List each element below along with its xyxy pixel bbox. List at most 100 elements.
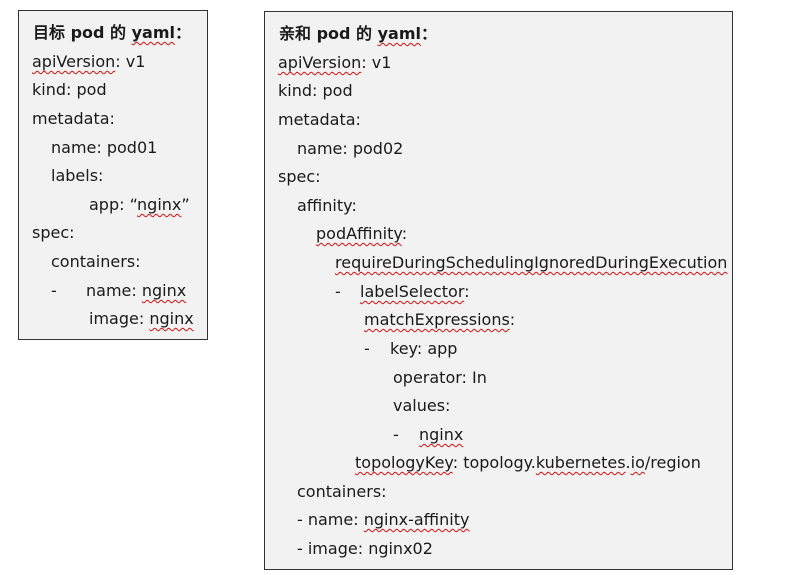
yaml-line-labels: labels:	[51, 166, 103, 186]
yaml-quote: ”	[181, 195, 190, 214]
yaml-key: image	[89, 309, 139, 328]
yaml-sep: :	[312, 81, 323, 100]
yaml-key: apiVersion	[278, 53, 362, 72]
yaml-sep: :	[452, 453, 464, 472]
yaml-key: containers	[297, 482, 382, 501]
yaml-key: kind	[32, 80, 67, 99]
yaml-key: name	[86, 281, 132, 300]
yaml-line-name: name: pod02	[297, 139, 403, 159]
yaml-line-container-name: - name: nginx-affinity	[297, 510, 469, 530]
yaml-key: operator	[393, 368, 462, 387]
yaml-key: topologyKey	[355, 453, 453, 472]
yaml-key: metadata	[278, 110, 356, 129]
yaml-line-container-image: - image: nginx02	[297, 539, 433, 559]
yaml-key: kind	[278, 81, 313, 100]
yaml-value: topology.	[463, 453, 536, 472]
yaml-value: nginx	[419, 425, 464, 444]
yaml-key: spec	[278, 167, 316, 186]
yaml-sep: :	[342, 139, 353, 158]
yaml-key: key	[390, 339, 417, 358]
yaml-sep: :	[115, 52, 126, 71]
yaml-line-podaffinity: podAffinity:	[316, 224, 407, 244]
yaml-value: nginx-affinity	[363, 510, 470, 529]
yaml-line-key: -key: app	[364, 339, 457, 359]
yaml-sep: :	[461, 368, 473, 387]
yaml-sep: :	[401, 224, 408, 243]
yaml-line-values-item: - nginx	[393, 425, 463, 445]
yaml-sep: :	[98, 166, 104, 185]
yaml-key: spec	[32, 223, 70, 242]
yaml-key: name	[307, 510, 354, 529]
yaml-sep: :	[131, 281, 142, 300]
yaml-value: .	[625, 453, 631, 472]
yaml-dash: -	[297, 510, 308, 529]
target-title-suffix: ：	[175, 23, 192, 42]
yaml-sep: :	[119, 195, 130, 214]
target-title-prefix: 目标 pod 的	[33, 23, 132, 42]
yaml-key: image	[307, 539, 358, 558]
yaml-dash: -	[393, 425, 399, 444]
yaml-sep: :	[351, 196, 357, 215]
yaml-key: labels	[51, 166, 99, 185]
affinity-title-prefix: 亲和 pod 的	[279, 24, 378, 43]
yaml-key: values	[393, 396, 446, 415]
yaml-value: kubernetes	[535, 453, 626, 472]
yaml-dash: -	[297, 539, 308, 558]
yaml-sep: :	[381, 482, 387, 501]
yaml-key: podAffinity	[316, 224, 402, 243]
yaml-line-require-during-scheduling: requireDuringSchedulingIgnoredDuringExec…	[335, 253, 727, 273]
yaml-value: nginx	[149, 309, 194, 328]
yaml-line-metadata: metadata:	[32, 109, 115, 129]
yaml-key: requireDuringSchedulingIgnoredDuringExec…	[335, 253, 728, 272]
target-pod-yaml-box: 目标 pod 的 yaml： apiVersion: v1 kind: pod …	[18, 10, 208, 340]
yaml-value: v1	[371, 53, 392, 72]
target-pod-title: 目标 pod 的 yaml：	[33, 23, 191, 43]
yaml-line-apiversion: apiVersion: v1	[32, 52, 145, 72]
yaml-dash: -	[335, 282, 341, 301]
yaml-dash: -	[51, 281, 57, 300]
yaml-key: name	[51, 138, 97, 157]
affinity-title-yaml: yaml	[377, 24, 422, 43]
yaml-line-spec: spec:	[278, 167, 321, 187]
yaml-key: containers	[51, 252, 136, 271]
yaml-key: metadata	[32, 109, 110, 128]
yaml-sep: :	[96, 138, 107, 157]
yaml-sep: :	[109, 109, 115, 128]
yaml-line-labelselector: -labelSelector:	[335, 282, 470, 302]
yaml-quote: “	[129, 195, 138, 214]
yaml-line-kind: kind: pod	[278, 81, 353, 101]
yaml-sep: :	[69, 223, 75, 242]
yaml-sep: :	[361, 53, 372, 72]
yaml-sep: :	[353, 510, 364, 529]
yaml-value: In	[472, 368, 487, 387]
affinity-title-suffix: ：	[421, 24, 438, 43]
yaml-line-container-name: - name: nginx	[51, 281, 186, 301]
yaml-sep: :	[464, 282, 470, 301]
yaml-sep: :	[509, 310, 516, 329]
yaml-line-operator: operator: In	[393, 368, 487, 388]
yaml-value: /region	[644, 453, 701, 472]
yaml-line-container-image: image: nginx	[89, 309, 194, 329]
yaml-key: labelSelector	[360, 282, 465, 301]
yaml-line-values: values:	[393, 396, 450, 416]
yaml-value: nginx	[141, 281, 187, 300]
yaml-value: pod02	[352, 139, 404, 158]
yaml-line-containers: containers:	[51, 252, 141, 272]
yaml-value: nginx02	[368, 539, 433, 558]
yaml-value: v1	[125, 52, 146, 71]
yaml-value: nginx	[137, 195, 182, 214]
yaml-line-name: name: pod01	[51, 138, 157, 158]
yaml-value: app	[427, 339, 458, 358]
yaml-key: affinity	[297, 196, 352, 215]
yaml-dash: -	[364, 339, 370, 358]
yaml-line-topologykey: topologyKey: topology.kubernetes.io/regi…	[355, 453, 701, 473]
yaml-line-kind: kind: pod	[32, 80, 107, 100]
yaml-sep: :	[315, 167, 321, 186]
yaml-line-metadata: metadata:	[278, 110, 361, 130]
yaml-sep: :	[66, 80, 77, 99]
yaml-line-app: app: “nginx”	[89, 195, 190, 215]
yaml-sep: :	[135, 252, 141, 271]
yaml-line-affinity: affinity:	[297, 196, 357, 216]
yaml-line-containers: containers:	[297, 482, 387, 502]
yaml-value: pod	[322, 81, 353, 100]
